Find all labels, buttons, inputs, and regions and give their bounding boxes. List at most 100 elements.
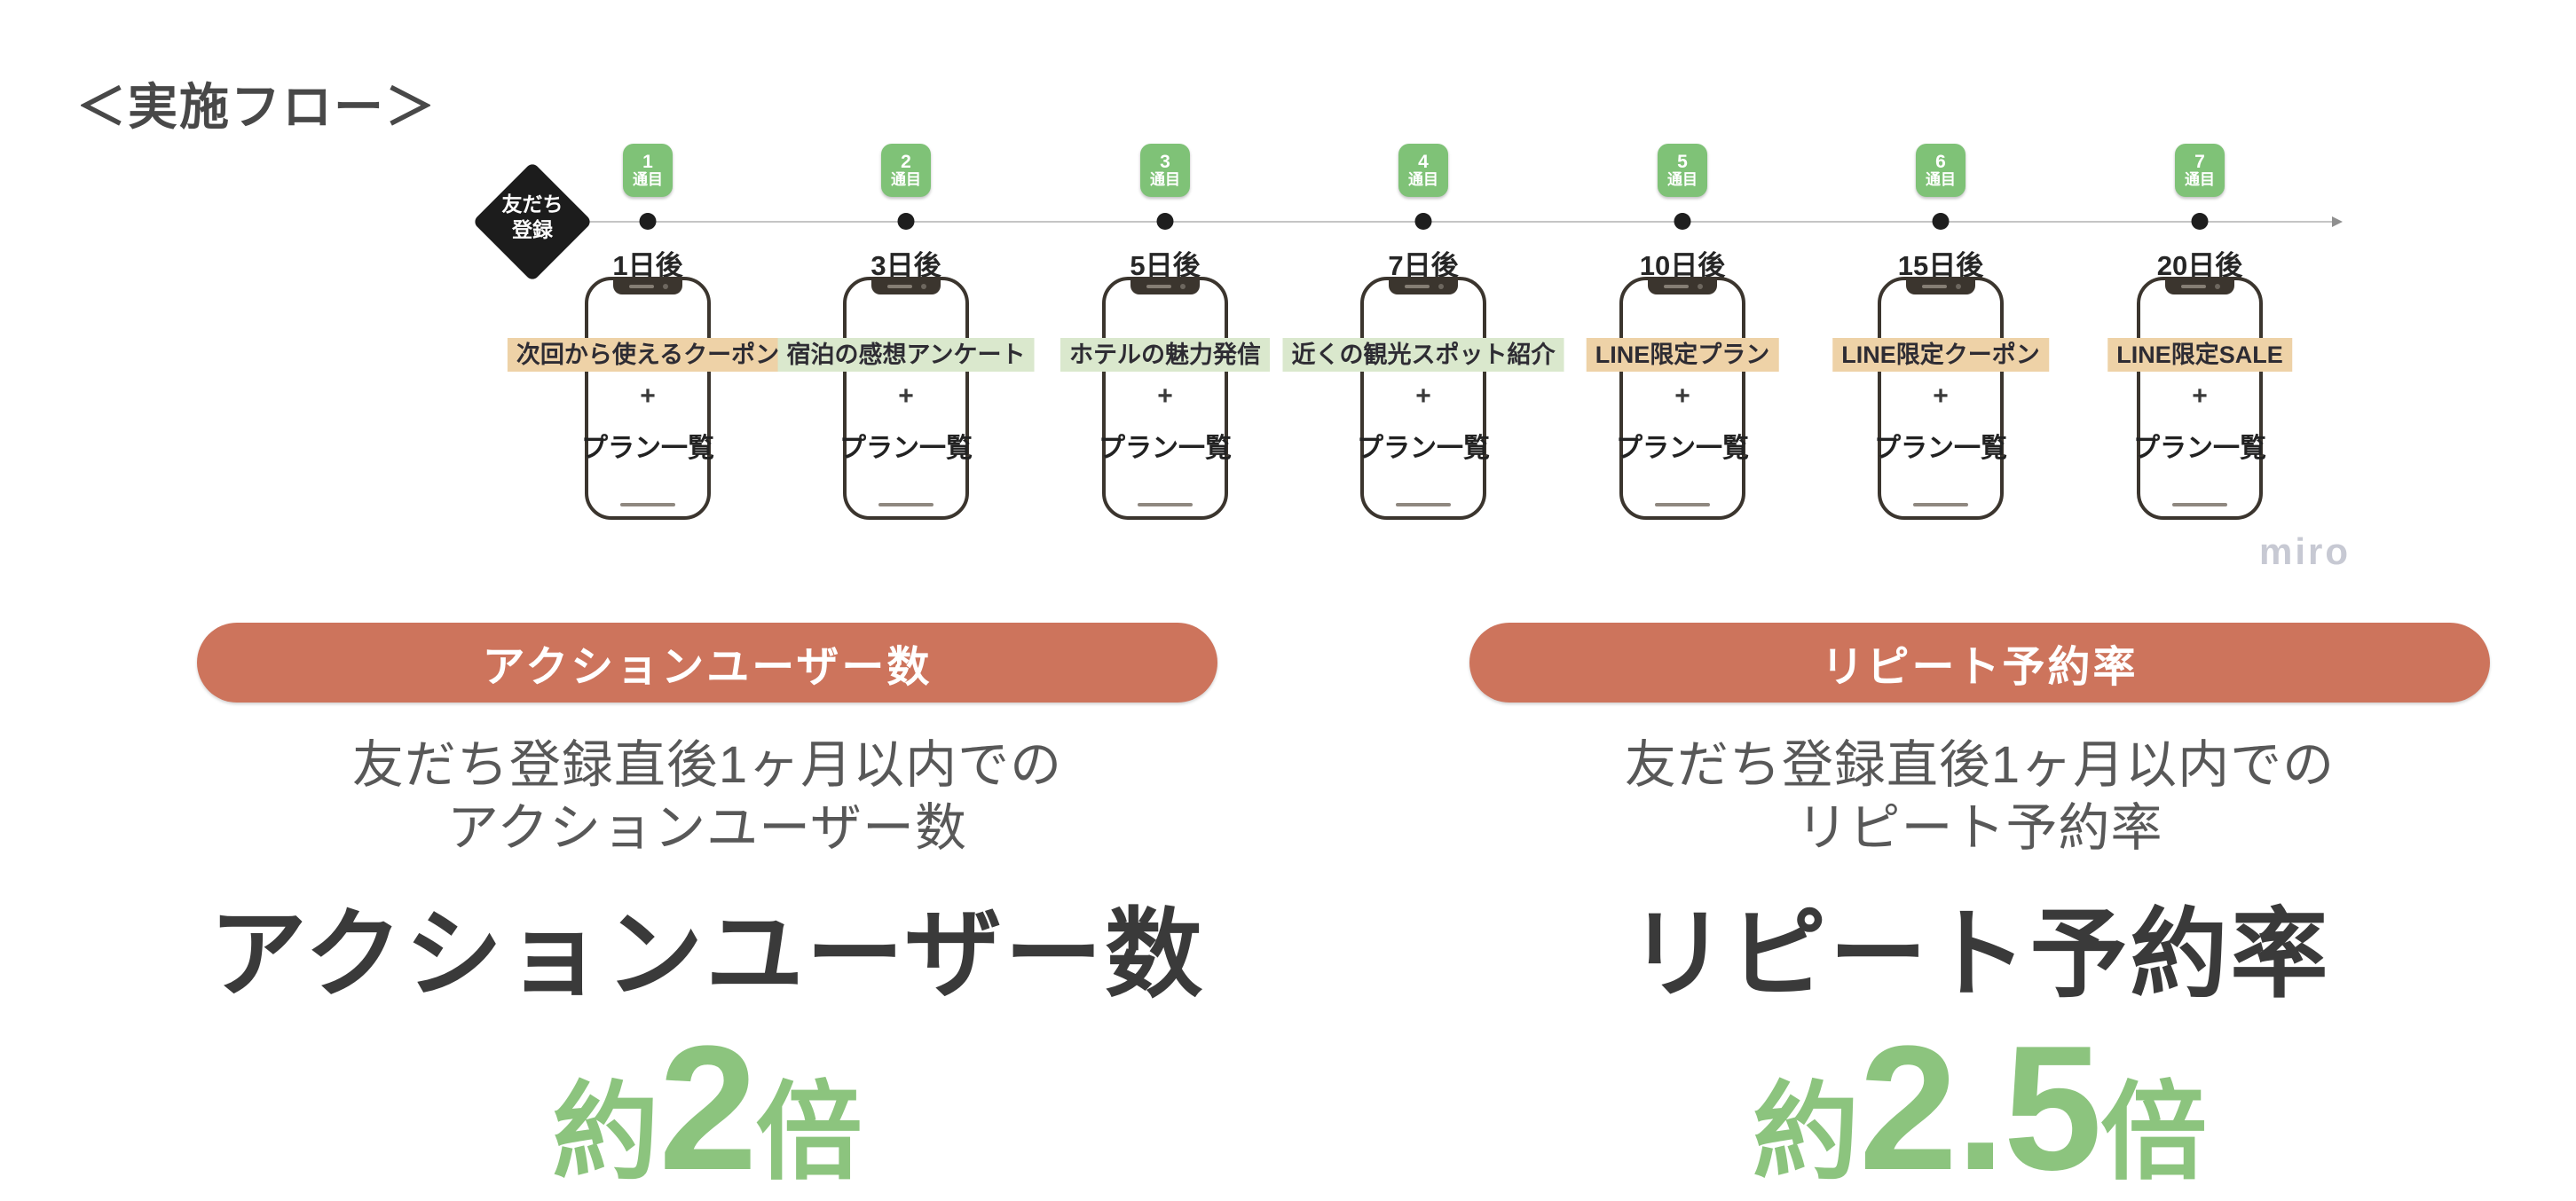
plan-label: プラン一覧 xyxy=(1874,434,2007,463)
multiplier-value: 2 xyxy=(658,1009,757,1201)
message-label: ホテルの魅力発信 xyxy=(1060,338,1270,372)
result-header-pill: リピート予約率 xyxy=(1469,623,2490,703)
day-label: 3日後 xyxy=(870,250,941,281)
plan-label: プラン一覧 xyxy=(1616,434,1749,463)
result-description: 友だち登録直後1ヶ月以内での リピート予約率 xyxy=(1469,734,2490,860)
plus-sign: + xyxy=(1674,381,1690,411)
phone-home-indicator xyxy=(620,503,675,506)
phone-mockup xyxy=(2137,277,2263,520)
phone-notch xyxy=(2165,279,2234,294)
badge-number: 6 xyxy=(1935,152,1946,173)
phone-mockup xyxy=(1878,277,2004,520)
day-label: 1日後 xyxy=(612,250,683,281)
timeline-dot xyxy=(897,213,915,230)
timeline-dot xyxy=(2191,213,2209,230)
multiplier-suffix: 倍 xyxy=(2100,1072,2208,1192)
badge-unit: 通目 xyxy=(1150,171,1180,189)
plus-sign: + xyxy=(1157,381,1173,411)
multiplier-prefix: 約 xyxy=(1752,1072,1859,1192)
badge-unit: 通目 xyxy=(1926,171,1956,189)
day-label: 7日後 xyxy=(1388,250,1459,281)
message-label: 宿泊の感想アンケート xyxy=(777,338,1035,372)
day-label: 15日後 xyxy=(1897,250,1984,281)
message-label: 次回から使えるクーポン xyxy=(507,338,789,372)
phone-camera xyxy=(663,284,668,289)
result-column-repeat-rate: リピート予約率 友だち登録直後1ヶ月以内での リピート予約率 リピート予約率 約… xyxy=(1469,623,2490,1197)
plus-sign: + xyxy=(640,381,656,411)
plan-label: プラン一覧 xyxy=(581,434,714,463)
day-label: 20日後 xyxy=(2156,250,2243,281)
result-description-line1: 友だち登録直後1ヶ月以内での xyxy=(351,736,1063,794)
phone-mockup xyxy=(1619,277,1745,520)
phone-camera xyxy=(1956,284,1961,289)
plan-label: プラン一覧 xyxy=(2133,434,2266,463)
phone-speaker xyxy=(1922,285,1947,288)
result-description-line2: リピート予約率 xyxy=(1796,798,2163,857)
phone-home-indicator xyxy=(1396,503,1451,506)
phone-notch xyxy=(1648,279,1717,294)
phone-home-indicator xyxy=(1138,503,1193,506)
phone-notch xyxy=(613,279,682,294)
badge-number: 4 xyxy=(1418,152,1429,173)
diamond-label: 友だち 登録 xyxy=(479,192,586,243)
result-multiplier: 約 2.5 倍 xyxy=(1469,1019,2490,1197)
timeline-dot xyxy=(1674,213,1691,230)
phone-notch xyxy=(871,279,941,294)
phone-camera xyxy=(1698,284,1703,289)
message-label: 近くの観光スポット紹介 xyxy=(1282,338,1564,372)
phone-speaker xyxy=(1405,285,1430,288)
plan-label: プラン一覧 xyxy=(1357,434,1490,463)
phone-home-indicator xyxy=(1655,503,1710,506)
plan-label: プラン一覧 xyxy=(839,434,973,463)
day-label: 5日後 xyxy=(1130,250,1201,281)
result-description-line2: アクションユーザー数 xyxy=(447,798,967,857)
badge-unit: 通目 xyxy=(1408,171,1438,189)
badge-number: 7 xyxy=(2194,152,2205,173)
badge-number: 2 xyxy=(901,152,911,173)
diamond-label-line1: 友だち xyxy=(501,192,563,216)
plus-sign: + xyxy=(898,381,914,411)
badge-number: 1 xyxy=(642,152,653,173)
badge-unit: 通目 xyxy=(1667,171,1698,189)
timeline-dot xyxy=(1932,213,1950,230)
plan-label: プラン一覧 xyxy=(1099,434,1232,463)
phone-speaker xyxy=(887,285,912,288)
phone-camera xyxy=(1438,284,1444,289)
page-title: ＜実施フロー＞ xyxy=(76,79,437,135)
badge-number: 5 xyxy=(1677,152,1688,173)
result-description-line1: 友だち登録直後1ヶ月以内での xyxy=(1624,736,2336,794)
phone-mockup xyxy=(1102,277,1228,520)
timeline-line xyxy=(575,216,2343,227)
diamond-label-line2: 登録 xyxy=(512,217,553,241)
phone-mockup xyxy=(843,277,969,520)
message-label: LINE限定SALE xyxy=(2107,338,2292,372)
timeline-dot xyxy=(639,213,657,230)
phone-speaker xyxy=(1664,285,1689,288)
phone-speaker xyxy=(2181,285,2206,288)
phone-notch xyxy=(1389,279,1458,294)
plus-sign: + xyxy=(1415,381,1431,411)
phone-camera xyxy=(2215,284,2220,289)
result-metric-name: リピート予約率 xyxy=(1628,899,2331,1009)
result-header-pill: アクションユーザー数 xyxy=(197,623,1217,703)
result-column-action-users: アクションユーザー数 友だち登録直後1ヶ月以内での アクションユーザー数 アクシ… xyxy=(197,623,1217,1197)
badge-unit: 通目 xyxy=(891,171,921,189)
timeline-dot xyxy=(1414,213,1432,230)
phone-speaker xyxy=(1146,285,1171,288)
phone-notch xyxy=(1906,279,1975,294)
phone-home-indicator xyxy=(878,503,934,506)
phone-mockup xyxy=(585,277,711,520)
plus-sign: + xyxy=(1933,381,1949,411)
miro-watermark: miro xyxy=(2259,530,2351,572)
phone-camera xyxy=(1180,284,1186,289)
phone-home-indicator xyxy=(2172,503,2227,506)
multiplier-suffix: 倍 xyxy=(755,1072,863,1192)
message-label: LINE限定クーポン xyxy=(1832,338,2049,372)
